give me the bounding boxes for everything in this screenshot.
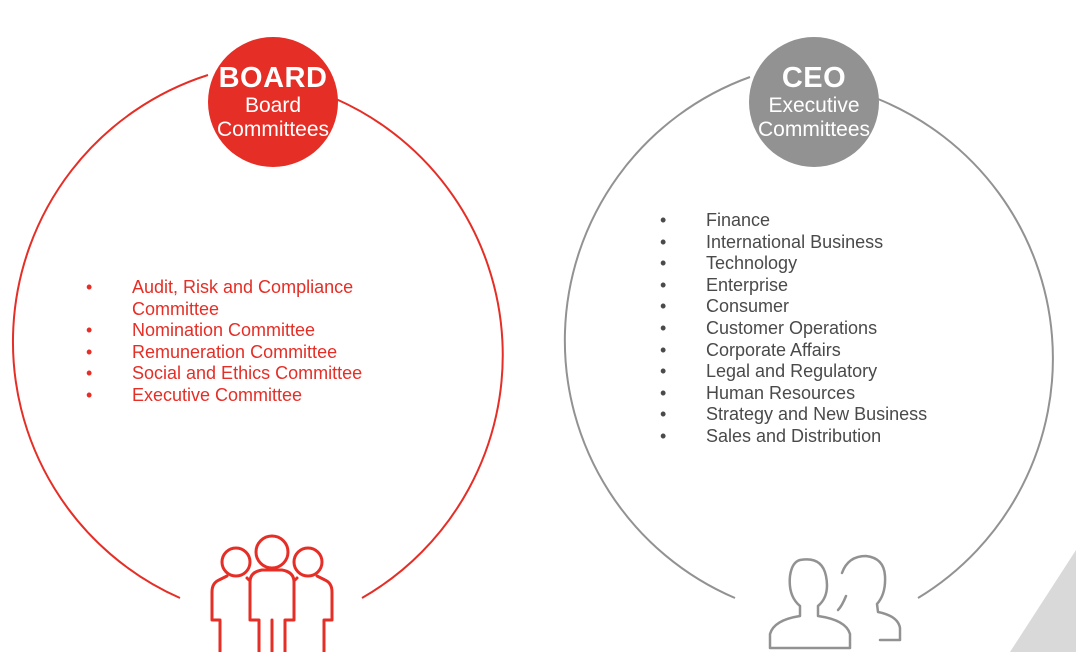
bullet: •	[660, 339, 667, 360]
ceo-committee-name: Sales and Distribution	[706, 425, 882, 446]
ceo-committee-name: Corporate Affairs	[706, 339, 841, 360]
ceo-committee-name: International Business	[706, 231, 884, 252]
bullet: •	[660, 425, 667, 446]
board-title: BOARD	[218, 62, 328, 94]
board-committee-list: • Audit, Risk and Compliance Committee • N…	[86, 277, 406, 407]
ceo-subtitle-line1: Executive	[768, 94, 860, 117]
board-circle-outline	[12, 74, 209, 599]
list-item: • Consumer	[660, 296, 980, 318]
bullet: •	[660, 382, 667, 403]
bullet: •	[86, 341, 93, 362]
ceo-committee-list: • Finance • International Business • Techno…	[660, 210, 980, 448]
ceo-committee-name: Consumer	[706, 296, 790, 317]
list-item: • Legal and Regulatory	[660, 361, 980, 383]
ceo-title: CEO	[781, 62, 847, 94]
bullet: •	[660, 296, 667, 317]
list-item: • Human Resources	[660, 383, 980, 405]
list-item: • Enterprise	[660, 275, 980, 297]
board-subtitle-line2: Committees	[216, 118, 330, 141]
bullet: •	[660, 404, 667, 425]
board-committee-name: Nomination Committee	[132, 320, 316, 341]
bullet: •	[86, 320, 93, 341]
ceo-circle-outline-right	[877, 98, 1054, 599]
list-item: • Nomination Committee	[86, 320, 406, 342]
list-item: • Executive Committee	[86, 385, 406, 407]
list-item: • Social and Ethics Committee	[86, 363, 406, 385]
bullet: •	[86, 384, 93, 405]
bullet: •	[660, 253, 667, 274]
board-subtitle-line1: Board	[244, 94, 302, 117]
list-item: • International Business	[660, 232, 980, 254]
bullet: •	[86, 363, 93, 384]
board-committee-name: Social and Ethics Committee	[132, 363, 363, 384]
list-item: • Remuneration Committee	[86, 342, 406, 364]
list-item: • Audit, Risk and Compliance Committee	[86, 277, 406, 320]
ceo-committee-name: Finance	[706, 210, 771, 230]
ceo-badge: CEO Executive Committees	[749, 37, 879, 167]
board-committee-name: Executive Committee	[132, 384, 303, 405]
list-item: • Sales and Distribution	[660, 426, 980, 448]
bullet: •	[660, 274, 667, 295]
bullet: •	[660, 210, 667, 230]
ceo-committee-name: Customer Operations	[706, 317, 878, 338]
board-committee-name: Audit, Risk and Compliance Committee	[132, 277, 354, 319]
ceo-circle-outline	[563, 76, 751, 599]
bullet: •	[86, 277, 93, 297]
bullet: •	[660, 317, 667, 338]
ceo-committee-name: Enterprise	[706, 274, 789, 295]
corner-triangle-decoration	[1010, 550, 1076, 652]
ceo-committee-name: Technology	[706, 253, 798, 274]
list-item: • Strategy and New Business	[660, 404, 980, 426]
list-item: • Corporate Affairs	[660, 340, 980, 362]
ceo-committee-name: Strategy and New Business	[706, 404, 928, 425]
two-person-icon	[768, 554, 902, 650]
board-badge: BOARD Board Committees	[208, 37, 338, 167]
people-group-icon	[210, 534, 334, 652]
list-item: • Customer Operations	[660, 318, 980, 340]
board-committee-name: Remuneration Committee	[132, 341, 338, 362]
ceo-committee-name: Legal and Regulatory	[706, 361, 878, 382]
ceo-committee-name: Human Resources	[706, 382, 856, 403]
list-item: • Finance	[660, 210, 980, 232]
bullet: •	[660, 361, 667, 382]
bullet: •	[660, 231, 667, 252]
list-item: • Technology	[660, 253, 980, 275]
board-circle-outline-right	[335, 98, 504, 599]
ceo-subtitle-line2: Committees	[757, 118, 871, 141]
